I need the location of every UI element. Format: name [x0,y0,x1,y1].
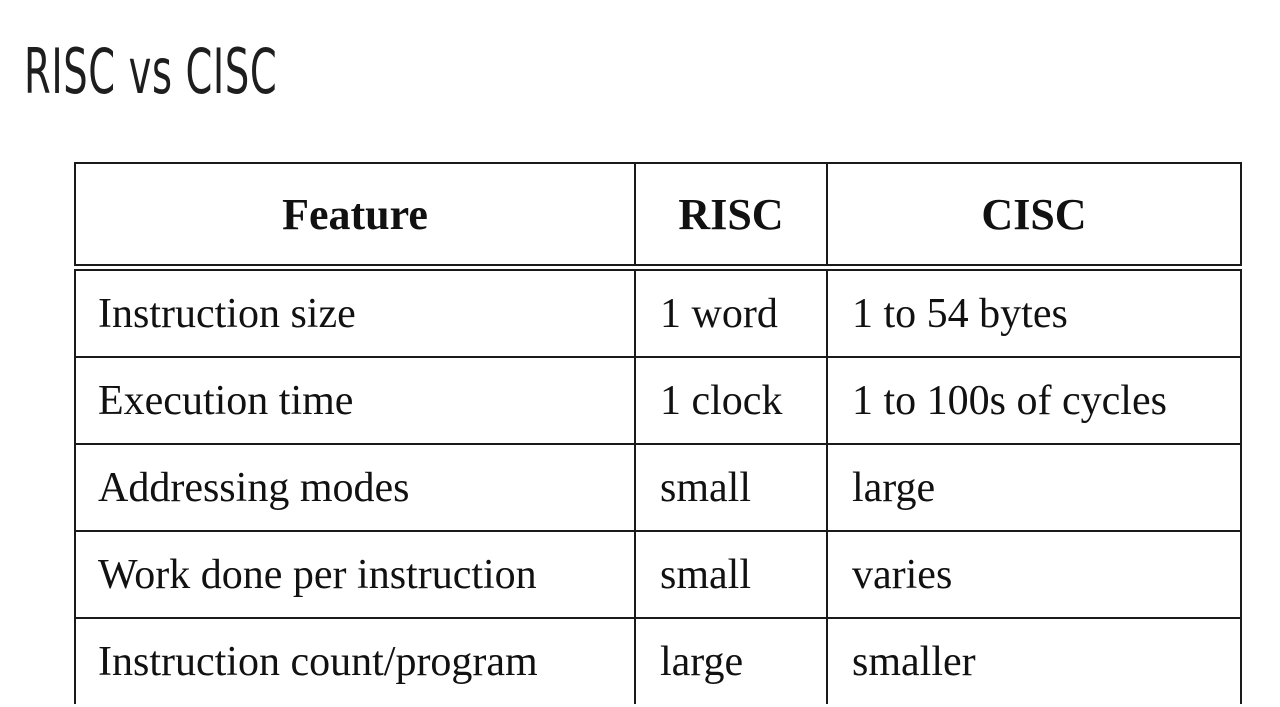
cell-feature: Work done per instruction [74,530,636,619]
table-row: Work done per instruction small varies [74,530,1242,619]
cell-risc: 1 word [634,266,828,358]
cell-risc: small [634,530,828,619]
cell-risc: small [634,443,828,532]
slide-title: RISC vs CISC [24,35,278,108]
table-row: Execution time 1 clock 1 to 100s of cycl… [74,356,1242,445]
cell-risc: 1 clock [634,356,828,445]
header-feature: Feature [74,162,636,271]
cell-feature: Addressing modes [74,443,636,532]
cell-cisc: 1 to 54 bytes [826,266,1242,358]
header-risc: RISC [634,162,828,271]
cell-cisc: large [826,443,1242,532]
cell-feature: Instruction size [74,266,636,358]
header-cisc: CISC [826,162,1242,271]
table-row: Instruction count/program large smaller [74,617,1242,704]
cell-feature: Execution time [74,356,636,445]
table-header-row: Feature RISC CISC [74,162,1242,271]
table-row: Addressing modes small large [74,443,1242,532]
comparison-table-container: Feature RISC CISC Instruction size 1 wor… [74,162,1242,704]
table-row: Instruction size 1 word 1 to 54 bytes [74,266,1242,358]
comparison-table: Feature RISC CISC Instruction size 1 wor… [74,162,1242,704]
cell-cisc: smaller [826,617,1242,704]
cell-risc: large [634,617,828,704]
cell-cisc: 1 to 100s of cycles [826,356,1242,445]
cell-feature: Instruction count/program [74,617,636,704]
cell-cisc: varies [826,530,1242,619]
